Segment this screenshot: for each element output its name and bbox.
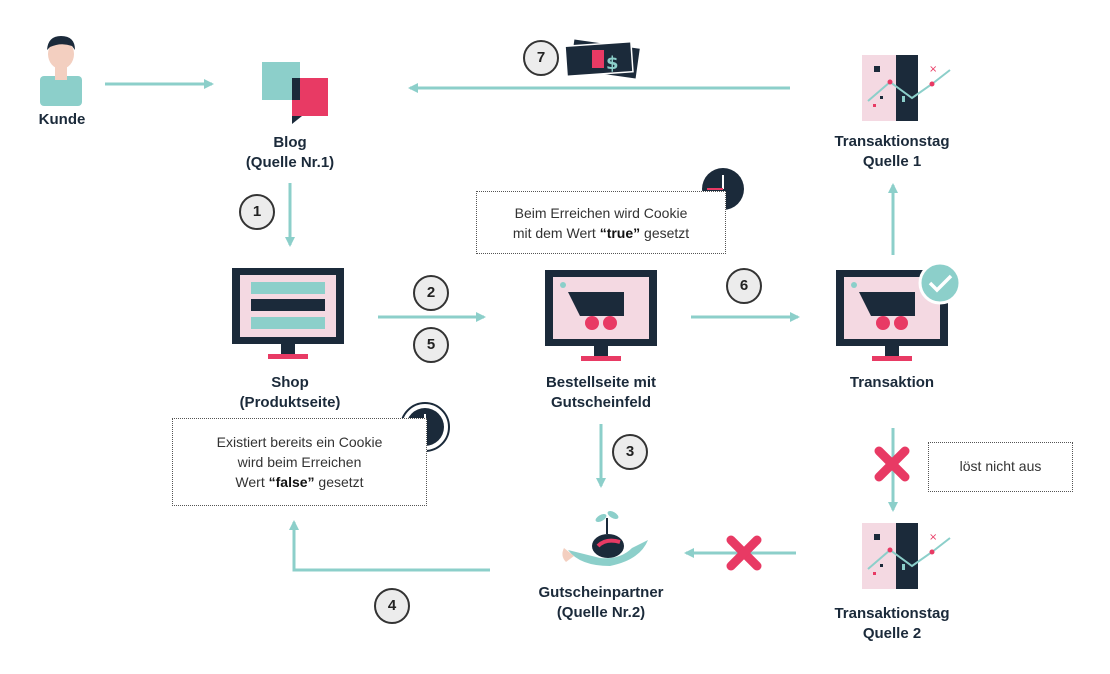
- shop-label-line1: Shop: [271, 374, 309, 391]
- transaktionstag-2-label: Transaktionstag Quelle 2: [812, 604, 972, 644]
- step-badge-5: 5: [413, 327, 449, 363]
- gutscheinpartner-label-line2: (Quelle Nr.2): [556, 604, 646, 621]
- note-cookie-false: Existiert bereits ein Cookie wird beim E…: [172, 418, 427, 506]
- monitor-cart-icon: [545, 270, 657, 361]
- svg-text:×: ×: [929, 64, 937, 75]
- transaction-tag-icon-quelle-1: ×: [862, 55, 951, 121]
- step-badge-7: 7: [523, 40, 559, 76]
- svg-text:$: $: [606, 53, 619, 74]
- hand-seedling-icon: [562, 511, 648, 566]
- blog-label: Blog (Quelle Nr.1): [220, 133, 360, 173]
- checkmark-badge-icon: [918, 261, 962, 305]
- kunde-label: Kunde: [38, 111, 86, 128]
- transaktionstag-1-label: Transaktionstag Quelle 1: [812, 132, 972, 172]
- step-badge-6: 6: [726, 268, 762, 304]
- note-cookie-true-line2: mit dem Wert “true” gesetzt: [512, 225, 690, 241]
- monitor-cart-check-icon: [836, 261, 962, 361]
- bestellseite-label-line2: Gutscheinfeld: [550, 394, 651, 411]
- note-cookie-false-line1: Existiert bereits ein Cookie: [216, 434, 383, 450]
- bestellseite-label: Bestellseite mit Gutscheinfeld: [521, 373, 681, 413]
- svg-text:×: ×: [929, 532, 937, 543]
- step-badge-4: 4: [374, 588, 410, 624]
- blocked-x-icon-vertical: [874, 446, 910, 482]
- transaktionstag-1-label-line2: Quelle 1: [862, 153, 922, 170]
- bestellseite-label-line1: Bestellseite mit: [545, 374, 657, 391]
- gutscheinpartner-label-line1: Gutscheinpartner: [538, 584, 664, 601]
- arrow-gutscheinpartner-shop: [289, 520, 490, 572]
- note-cookie-false-line3: Wert “false” gesetzt: [235, 474, 364, 490]
- chat-bubbles-icon: [262, 62, 328, 124]
- blog-label-line2: (Quelle Nr.1): [245, 154, 335, 171]
- blog-label-line1: Blog: [273, 134, 307, 151]
- transaktion-label: Transaktion: [849, 374, 935, 391]
- note-loest-nicht-aus: löst nicht aus: [928, 442, 1073, 492]
- blocked-x-icon-horizontal: [726, 535, 762, 571]
- transaction-tag-icon-quelle-2: ×: [862, 523, 951, 589]
- money-stack-icon: $: [564, 39, 640, 79]
- step-badge-2: 2: [413, 275, 449, 311]
- transaktionstag-1-label-line1: Transaktionstag: [834, 133, 950, 150]
- gutscheinpartner-label: Gutscheinpartner (Quelle Nr.2): [516, 583, 686, 623]
- shop-label: Shop (Produktseite): [215, 373, 365, 413]
- note-cookie-true-line1: Beim Erreichen wird Cookie: [514, 205, 688, 221]
- monitor-product-page-icon: [232, 268, 344, 359]
- transaktionstag-2-label-line2: Quelle 2: [862, 625, 922, 642]
- note-cookie-false-line2: wird beim Erreichen: [237, 454, 362, 470]
- step-badge-3: 3: [612, 434, 648, 470]
- step-badge-1: 1: [239, 194, 275, 230]
- person-icon: [40, 36, 82, 106]
- transaktionstag-2-label-line1: Transaktionstag: [834, 605, 950, 622]
- shop-label-line2: (Produktseite): [239, 394, 341, 411]
- note-cookie-true: Beim Erreichen wird Cookie mit dem Wert …: [476, 191, 726, 254]
